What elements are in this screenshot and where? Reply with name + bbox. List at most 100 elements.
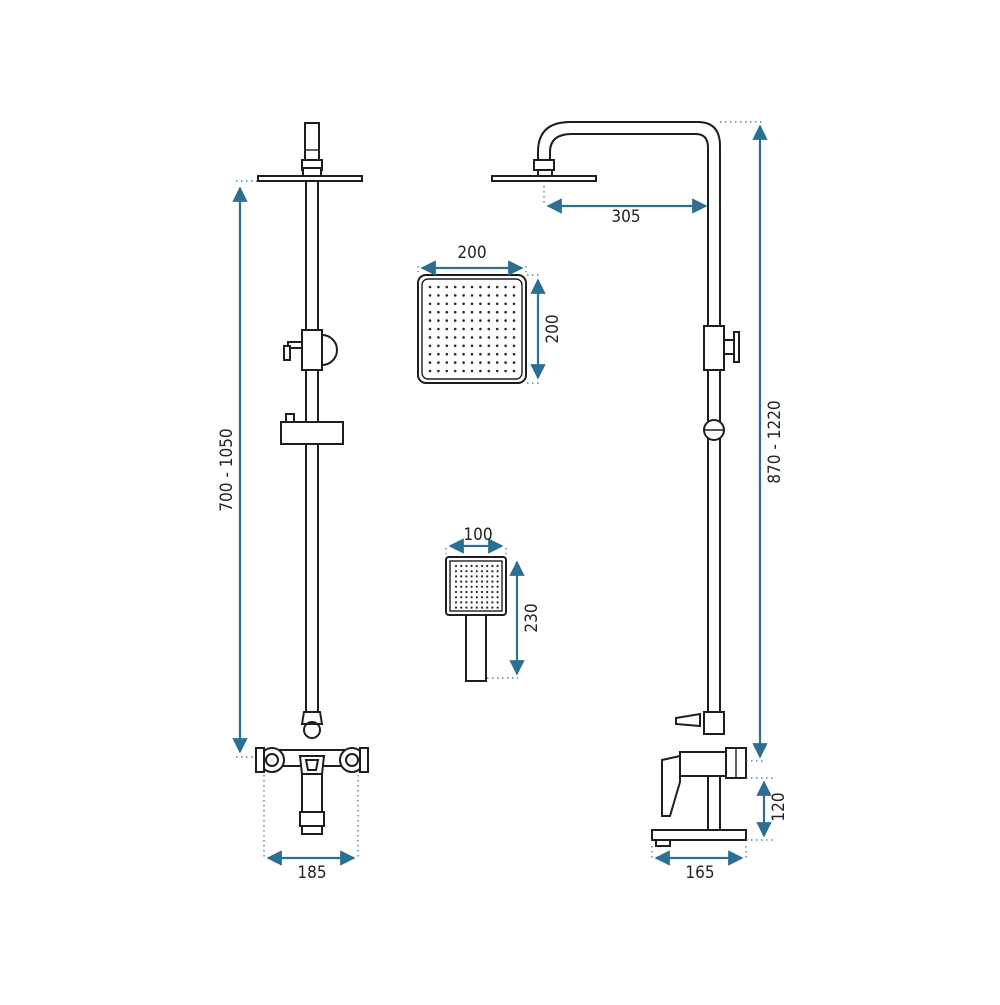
nozzle-hole: [480, 596, 484, 599]
nozzle-hole: [460, 570, 463, 573]
nozzle-hole: [445, 302, 449, 306]
nozzle-hole: [496, 585, 499, 588]
nozzle-hole: [512, 319, 516, 322]
nozzle-hole: [479, 285, 482, 289]
nozzle-hole: [437, 302, 440, 306]
arm-reach-label: 305: [611, 207, 640, 227]
nozzle-hole: [491, 564, 494, 568]
nozzle-hole: [486, 601, 489, 604]
nozzle-hole: [495, 285, 499, 289]
nozzle-hole: [445, 369, 449, 373]
nozzle-hole: [504, 369, 507, 373]
nozzle-hole: [470, 590, 473, 594]
nozzle-hole: [491, 580, 494, 583]
nozzle-hole: [460, 590, 463, 594]
nozzle-hole: [479, 319, 482, 322]
nozzle-hole: [487, 327, 491, 331]
nozzle-hole: [428, 352, 432, 356]
nozzle-hole: [491, 570, 494, 573]
nozzle-hole: [487, 369, 491, 373]
nozzle-hole: [470, 302, 474, 306]
front-view-shower-column: [255, 122, 369, 835]
nozzle-hole: [454, 601, 458, 604]
side-view-shower-column: [491, 121, 747, 847]
nozzle-hole: [504, 302, 507, 306]
nozzle-hole: [495, 294, 499, 297]
nozzle-hole: [453, 327, 457, 331]
nozzle-hole: [487, 285, 491, 289]
nozzle-hole: [453, 352, 457, 356]
nozzle-hole: [437, 327, 440, 331]
nozzle-hole: [445, 327, 449, 331]
nozzle-hole: [470, 361, 474, 364]
rain-head-top-view: [417, 274, 527, 384]
nozzle-hole: [480, 564, 484, 568]
nozzle-hole: [462, 302, 465, 306]
nozzle-hole: [437, 352, 440, 356]
nozzle-hole: [495, 336, 499, 339]
nozzle-hole: [496, 564, 499, 568]
nozzle-hole: [470, 336, 474, 339]
nozzle-hole: [453, 294, 457, 297]
nozzle-hole: [495, 369, 499, 373]
nozzle-hole: [479, 344, 482, 348]
nozzle-hole: [465, 564, 468, 568]
nozzle-hole: [465, 585, 468, 588]
nozzle-hole: [487, 319, 491, 322]
nozzle-hole: [480, 590, 484, 594]
nozzle-hole: [479, 336, 482, 339]
nozzle-hole: [487, 361, 491, 364]
nozzle-hole: [487, 294, 491, 297]
nozzle-hole: [462, 319, 465, 322]
nozzle-hole: [512, 369, 516, 373]
nozzle-hole: [486, 564, 489, 568]
nozzle-hole: [470, 564, 473, 568]
nozzle-hole: [475, 606, 478, 609]
nozzle-hole: [445, 310, 449, 314]
nozzle-hole: [475, 564, 478, 568]
nozzle-hole: [470, 369, 474, 373]
nozzle-hole: [460, 601, 463, 604]
nozzle-hole: [479, 352, 482, 356]
nozzle-hole: [486, 585, 489, 588]
nozzle-hole: [453, 319, 457, 322]
nozzle-hole: [475, 570, 478, 573]
nozzle-hole: [512, 302, 516, 306]
nozzle-hole: [496, 601, 499, 604]
nozzle-hole: [487, 344, 491, 348]
nozzle-hole: [445, 344, 449, 348]
nozzle-hole: [504, 361, 507, 364]
nozzle-hole: [480, 606, 484, 609]
nozzle-hole: [512, 344, 516, 348]
nozzle-hole: [487, 336, 491, 339]
nozzle-hole: [437, 361, 440, 364]
nozzle-hole: [428, 302, 432, 306]
nozzle-hole: [491, 590, 494, 594]
nozzle-hole: [504, 285, 507, 289]
nozzle-hole: [479, 361, 482, 364]
nozzle-hole: [504, 336, 507, 339]
nozzle-hole: [475, 601, 478, 604]
nozzle-hole: [512, 294, 516, 297]
nozzle-hole: [470, 570, 473, 573]
nozzle-hole: [465, 596, 468, 599]
nozzle-hole: [475, 580, 478, 583]
nozzle-hole: [496, 596, 499, 599]
front-height-label: 700 - 1050: [217, 428, 237, 511]
nozzle-hole: [462, 327, 465, 331]
nozzle-hole: [445, 336, 449, 339]
nozzle-hole: [460, 580, 463, 583]
nozzle-hole: [480, 580, 484, 583]
side-depth-label: 165: [685, 863, 714, 883]
nozzle-hole: [460, 585, 463, 588]
nozzle-hole: [428, 285, 432, 289]
nozzle-hole: [504, 310, 507, 314]
nozzle-hole: [486, 580, 489, 583]
nozzle-hole: [470, 310, 474, 314]
nozzle-hole: [486, 596, 489, 599]
nozzle-hole: [475, 596, 478, 599]
nozzle-hole: [491, 585, 494, 588]
nozzle-hole: [470, 285, 474, 289]
nozzle-hole: [496, 575, 499, 578]
